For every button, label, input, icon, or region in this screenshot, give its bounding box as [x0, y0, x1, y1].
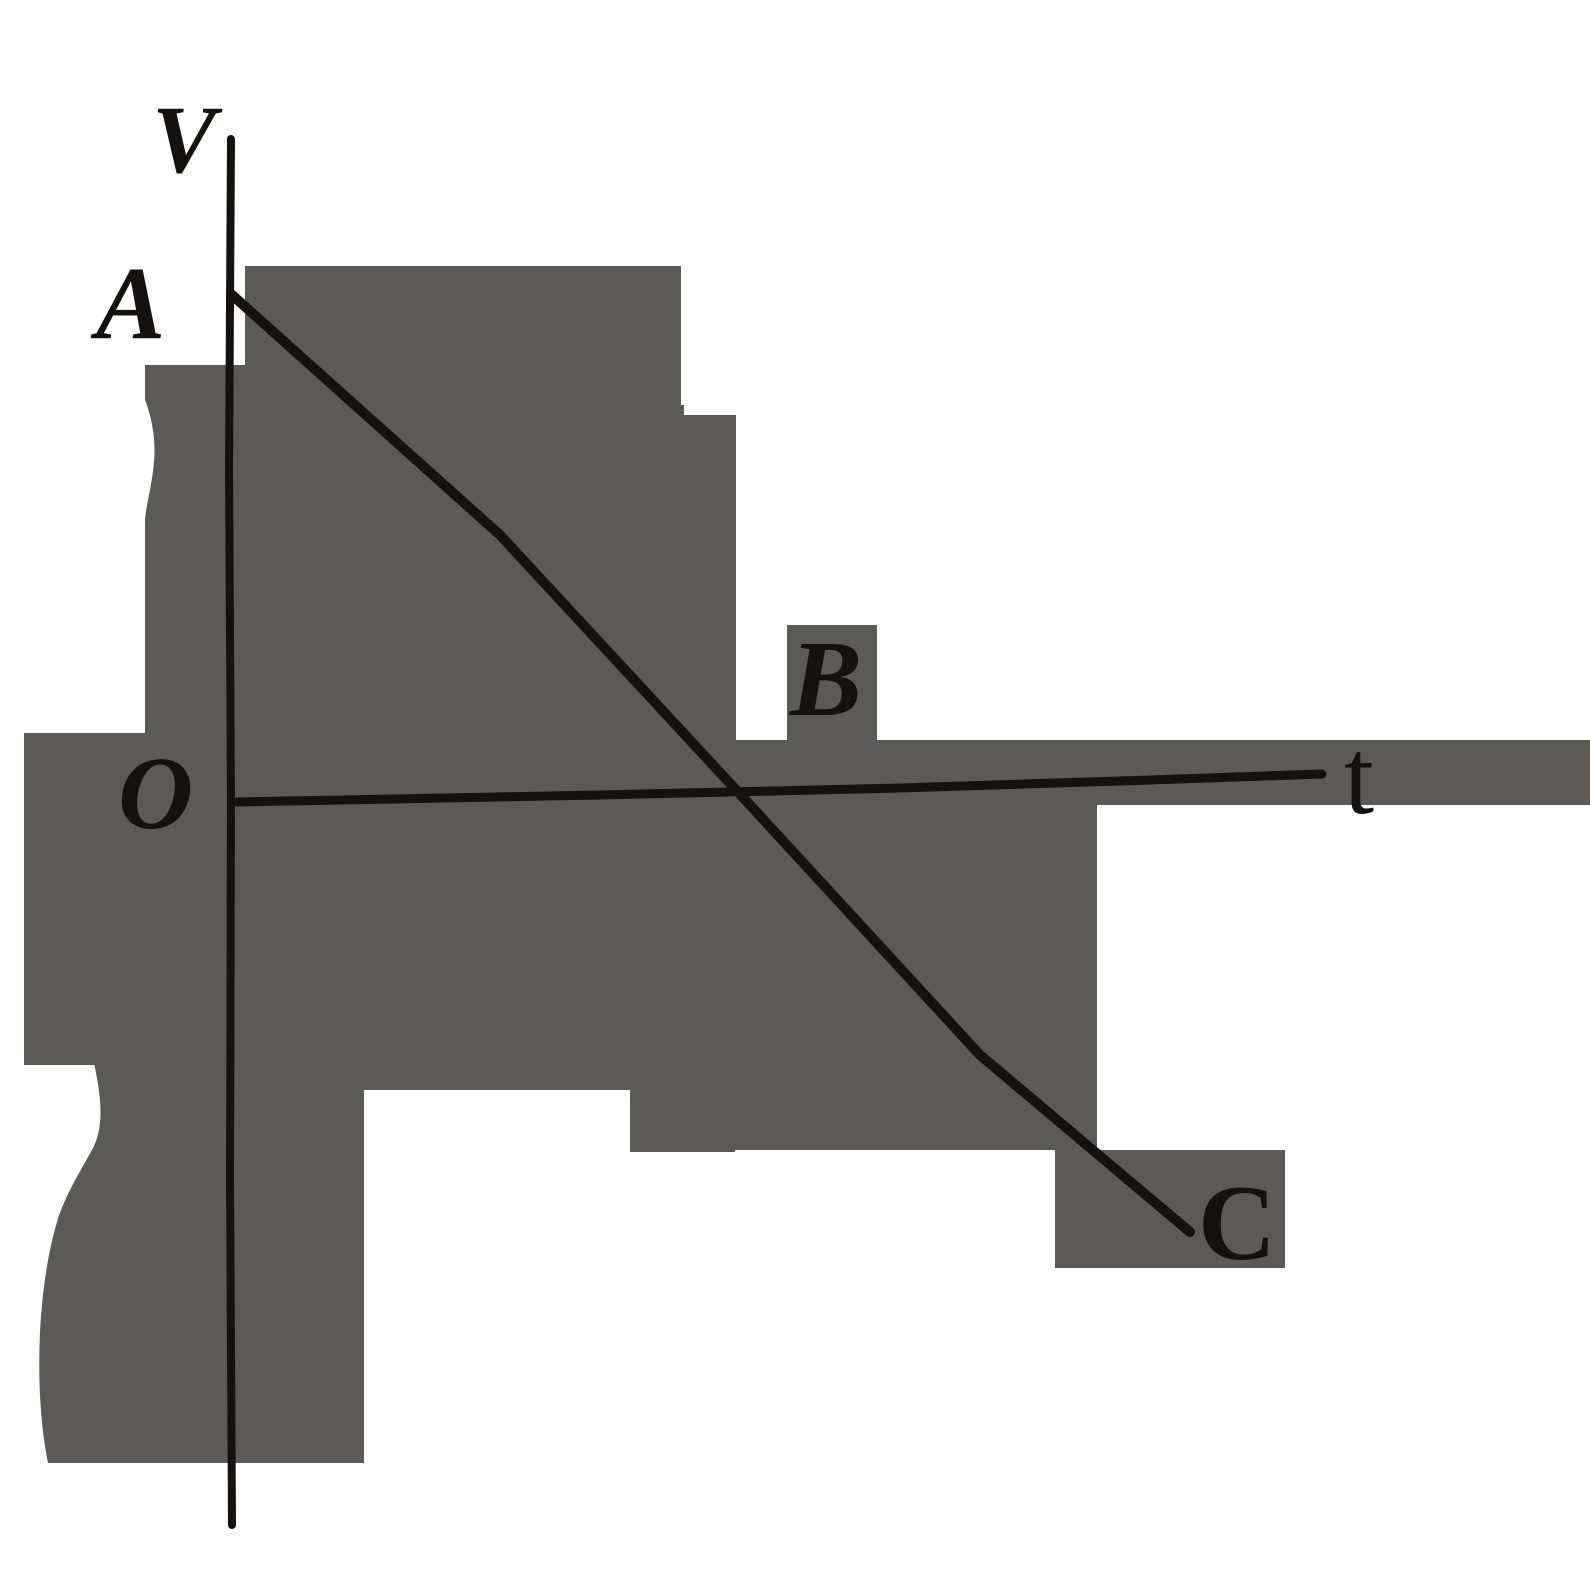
t-axis-label: t [1344, 718, 1375, 837]
point-c-label: C [1198, 1164, 1276, 1283]
t-axis-line [232, 769, 1327, 807]
origin-label: O [118, 736, 194, 851]
velocity-line [226, 289, 1195, 1237]
point-a-label: A [96, 246, 166, 361]
v-axis-line [224, 135, 236, 1529]
v-axis-label: V [152, 86, 217, 193]
gray-mask-regions [24, 0, 1590, 1463]
point-b-label: B [790, 620, 863, 739]
